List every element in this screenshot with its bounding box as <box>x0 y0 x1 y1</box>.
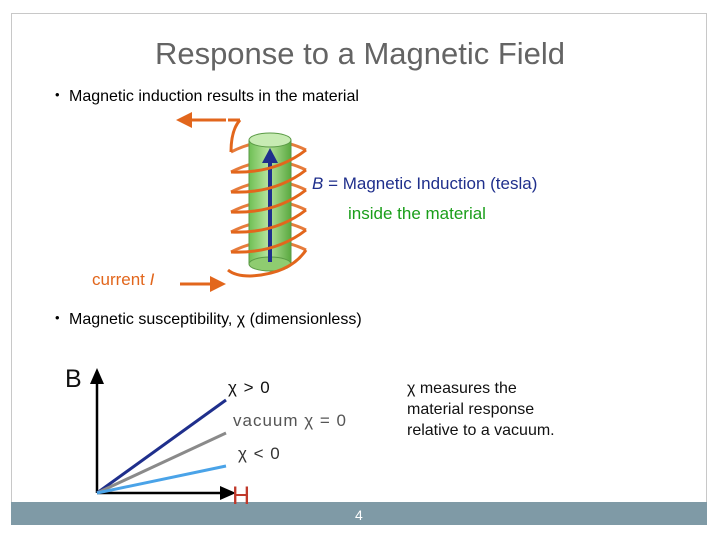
line-vacuum <box>97 433 226 493</box>
chi-note-line-2: material response <box>407 399 555 420</box>
x-axis-label: H <box>232 482 250 511</box>
current-symbol: I <box>150 270 155 289</box>
current-in-arrow-icon <box>180 276 226 292</box>
chi-positive-label: χ > 0 <box>228 378 271 398</box>
chi-note-line-3: relative to a vacuum. <box>407 420 555 441</box>
y-axis-arrow-icon <box>90 368 104 384</box>
inside-material-label: inside the material <box>348 204 486 224</box>
chi-negative-label: χ < 0 <box>238 444 281 464</box>
b-label: B = Magnetic Induction (tesla) <box>312 174 537 194</box>
b-symbol: B <box>312 174 323 193</box>
bh-graph <box>90 368 236 500</box>
current-text: current <box>92 270 150 289</box>
b-description: = Magnetic Induction (tesla) <box>323 174 537 193</box>
chi-note-line-1: χ measures the <box>407 378 555 399</box>
y-axis-label: B <box>65 365 82 394</box>
vacuum-label: vacuum χ = 0 <box>233 411 347 431</box>
page-number: 4 <box>355 507 363 523</box>
chi-note: χ measures the material response relativ… <box>407 378 555 441</box>
current-out-arrow-icon <box>176 112 226 128</box>
current-label: current I <box>92 270 154 290</box>
